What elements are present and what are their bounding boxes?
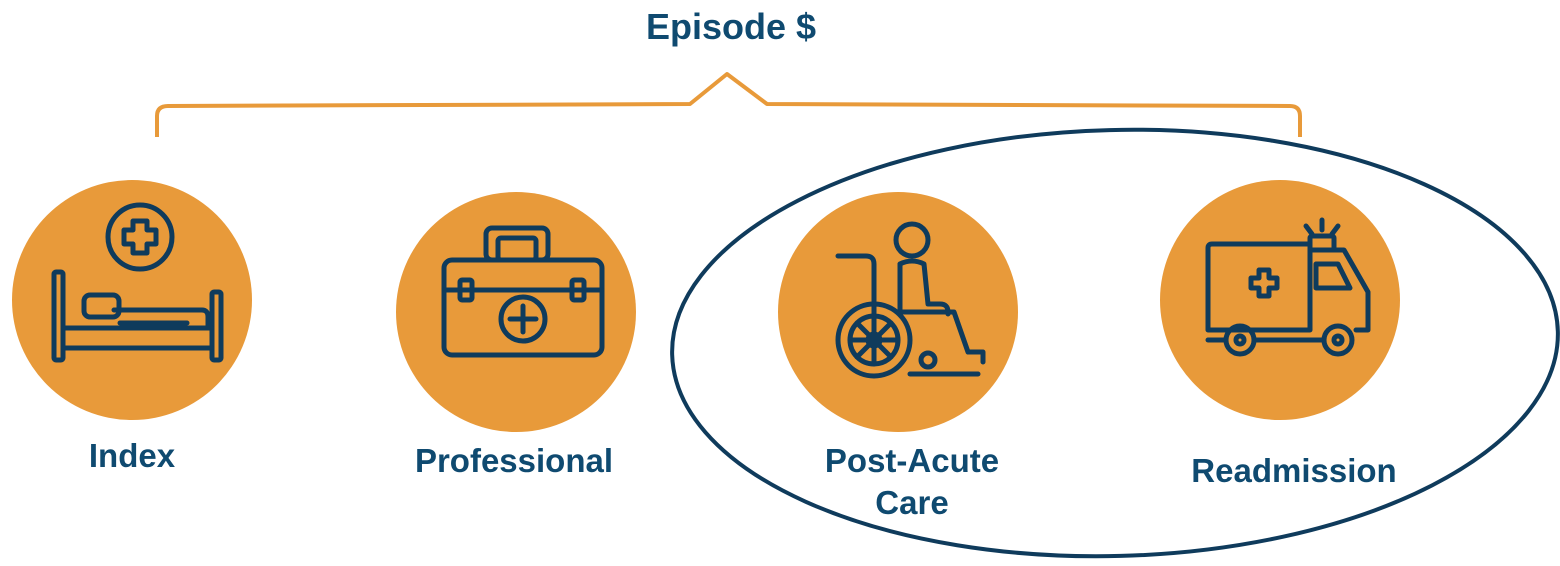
readmission-circle <box>1160 180 1400 420</box>
post-acute-care-circle <box>778 192 1018 432</box>
post-acute-label-line2: Care <box>875 484 949 521</box>
ambulance-icon <box>1205 217 1371 357</box>
medical-kit-icon <box>441 225 605 358</box>
index-circle <box>12 180 252 420</box>
post-acute-readmission-ellipse <box>670 127 1560 559</box>
professional-circle <box>396 192 636 432</box>
post-acute-care-label: Post-Acute Care <box>782 440 1042 524</box>
wheelchair-icon <box>835 221 986 379</box>
professional-label: Professional <box>414 442 614 479</box>
hospital-bed-icon <box>51 202 224 363</box>
post-acute-label-line1: Post-Acute <box>824 442 1000 479</box>
diagram-title: Episode $ <box>645 6 817 47</box>
episode-bracket <box>155 72 1302 137</box>
readmission-label: Readmission <box>1191 452 1397 489</box>
index-label: Index <box>88 437 176 474</box>
